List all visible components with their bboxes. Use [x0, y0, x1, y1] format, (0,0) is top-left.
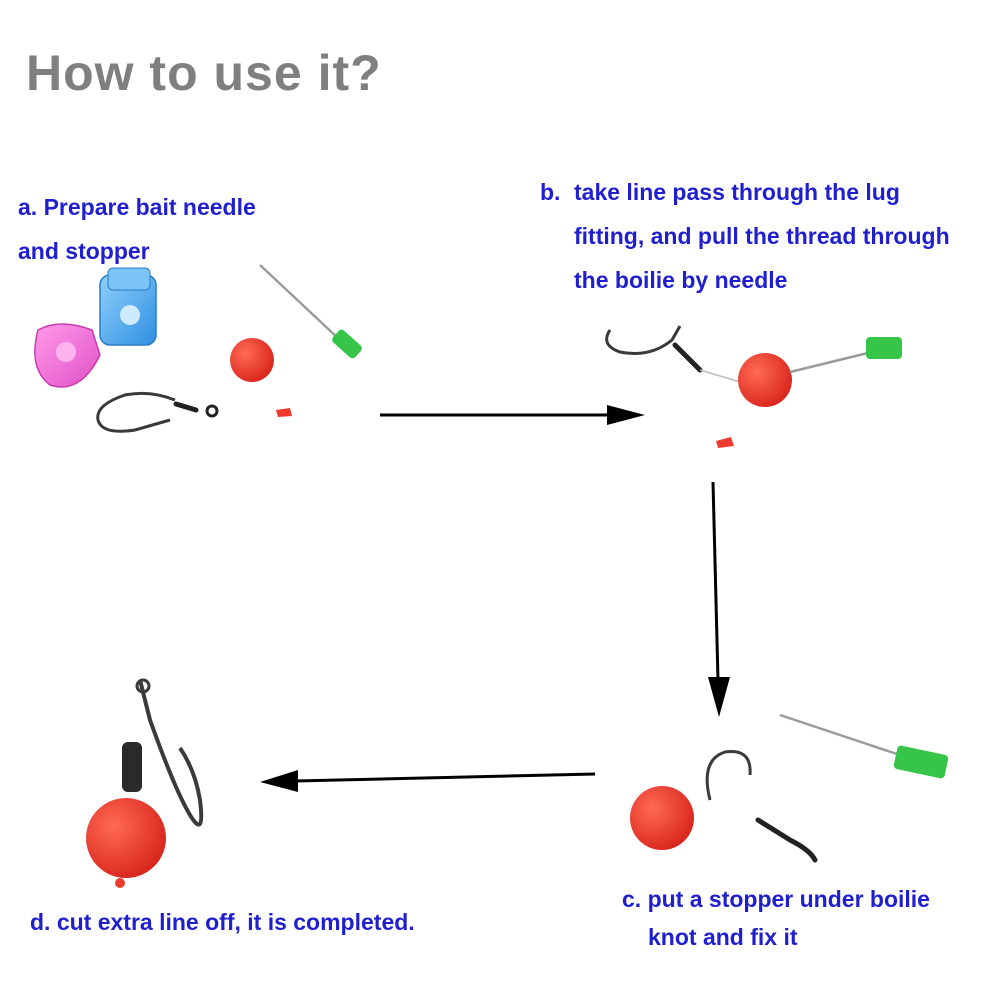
boilie-icon: [738, 353, 792, 407]
step-c-line-2: knot and fix it: [648, 924, 798, 950]
step-b-line-2: fitting, and pull the thread through: [574, 223, 950, 249]
step-b-line-3: the boilie by needle: [574, 267, 788, 293]
stopper-icon: [276, 408, 292, 417]
boilie-icon: [230, 338, 274, 382]
step-a-line-1: a. Prepare bait needle: [18, 194, 256, 220]
pink-stopper-case-icon: [34, 323, 101, 388]
photo-c-stopper-fixed: [630, 713, 949, 863]
step-d-caption: d. cut extra line off, it is completed.: [30, 900, 415, 944]
step-a-line-2: and stopper: [18, 238, 150, 264]
step-b-caption: b. take line pass through the lug fittin…: [540, 170, 950, 302]
bait-needle-icon: [789, 337, 902, 374]
blue-stopper-case-icon: [99, 267, 157, 346]
step-c-caption: c. put a stopper under boilie knot and f…: [622, 880, 930, 956]
step-d-line-1: d. cut extra line off, it is completed.: [30, 909, 415, 935]
arrow-right-icon: [380, 405, 645, 425]
hook-icon: [96, 391, 219, 433]
stopper-icon: [716, 437, 734, 448]
boilie-icon: [630, 786, 694, 850]
bait-needle-icon: [779, 713, 949, 779]
step-a-caption: a. Prepare bait needle and stopper: [18, 185, 256, 273]
boilie-icon: [86, 798, 166, 878]
page-title: How to use it?: [26, 45, 382, 101]
arrow-down-icon: [708, 481, 730, 717]
arrow-left-icon: [260, 770, 596, 792]
hook-icon: [705, 749, 818, 863]
step-b-line-1: take line pass through the lug: [574, 179, 900, 205]
bait-needle-icon: [259, 264, 362, 359]
hook-icon: [122, 678, 204, 827]
photo-d-completed-rig: [86, 678, 204, 888]
step-b-letter: b.: [540, 179, 561, 205]
photo-b-threaded-rig: [605, 325, 902, 448]
photo-a-kit: [34, 264, 362, 433]
hook-icon: [605, 325, 703, 373]
stopper-icon: [115, 878, 125, 888]
step-c-line-1: c. put a stopper under boilie: [622, 886, 930, 912]
